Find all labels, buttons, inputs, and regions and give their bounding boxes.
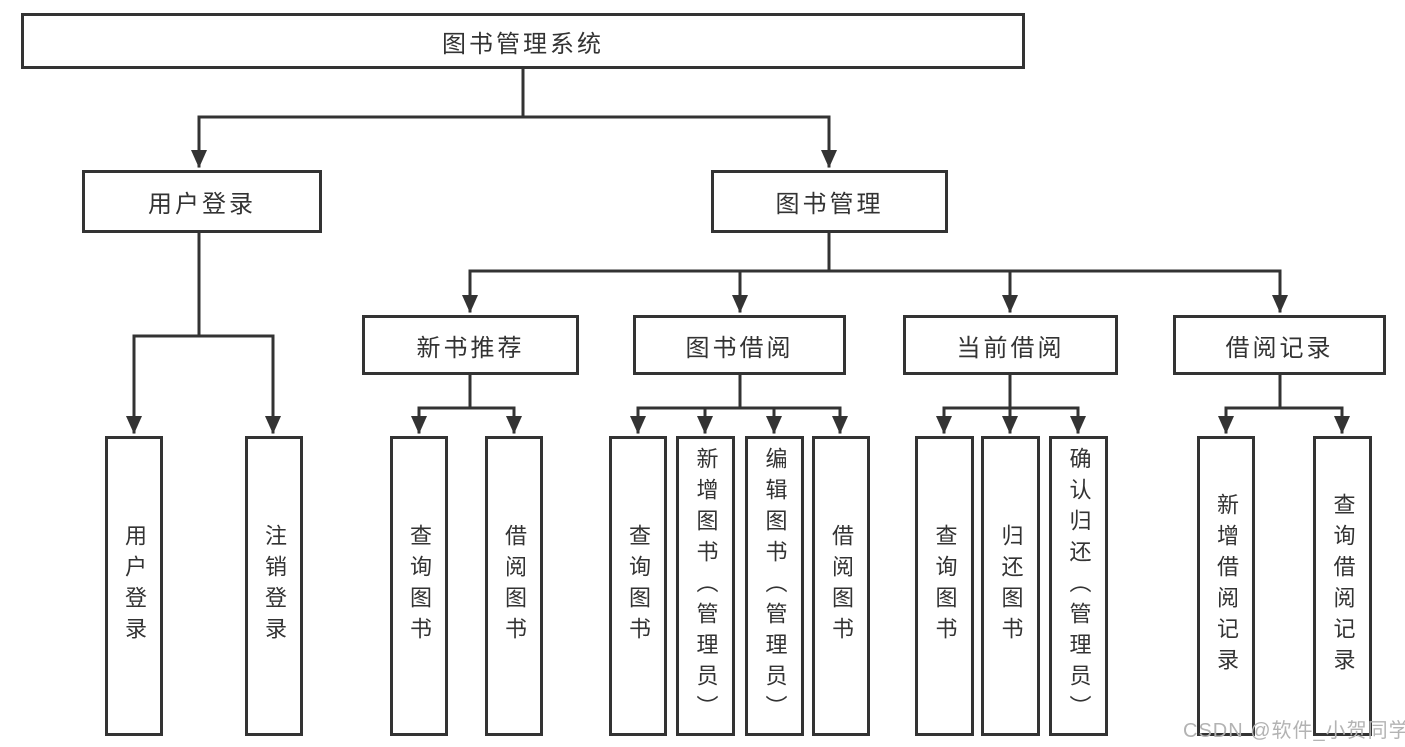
connector-current-borrow-children: [936, 373, 1086, 434]
node-leaf-newbook-borrow: 借阅图书: [485, 436, 543, 736]
node-borrow-record: 借阅记录: [1173, 315, 1386, 375]
node-leaf-borrow-query: 查询图书: [609, 436, 667, 736]
connector-book-manage-children: [462, 231, 1288, 313]
node-leaf-borrow-book: 借阅图书: [812, 436, 870, 736]
node-leaf-logout: 注销登录: [245, 436, 303, 736]
node-leaf-borrow-add-admin: 新增图书（管理员）: [676, 436, 735, 736]
node-leaf-current-return: 归还图书: [981, 436, 1040, 736]
node-book-manage: 图书管理: [711, 170, 948, 233]
connector-book-borrow-children: [630, 373, 848, 434]
node-leaf-current-query: 查询图书: [915, 436, 974, 736]
node-leaf-record-query: 查询借阅记录: [1313, 436, 1372, 736]
node-current-borrow: 当前借阅: [903, 315, 1118, 375]
node-new-book-recommend: 新书推荐: [362, 315, 579, 375]
csdn-watermark: CSDN @软件_小贺同学: [1183, 720, 1405, 742]
node-leaf-record-add: 新增借阅记录: [1197, 436, 1255, 736]
connector-new-book-children: [411, 373, 522, 434]
node-user-login: 用户登录: [82, 170, 322, 233]
connector-borrow-record-children: [1218, 373, 1350, 434]
connector-root-to-level1: [191, 67, 837, 168]
node-leaf-user-login: 用户登录: [105, 436, 163, 736]
node-leaf-current-confirm-admin: 确认归还（管理员）: [1049, 436, 1108, 736]
node-leaf-newbook-query: 查询图书: [390, 436, 448, 736]
node-book-borrow: 图书借阅: [633, 315, 846, 375]
connector-user-login-children: [126, 231, 281, 434]
node-root-system: 图书管理系统: [21, 13, 1025, 69]
node-leaf-borrow-edit-admin: 编辑图书（管理员）: [745, 436, 804, 736]
